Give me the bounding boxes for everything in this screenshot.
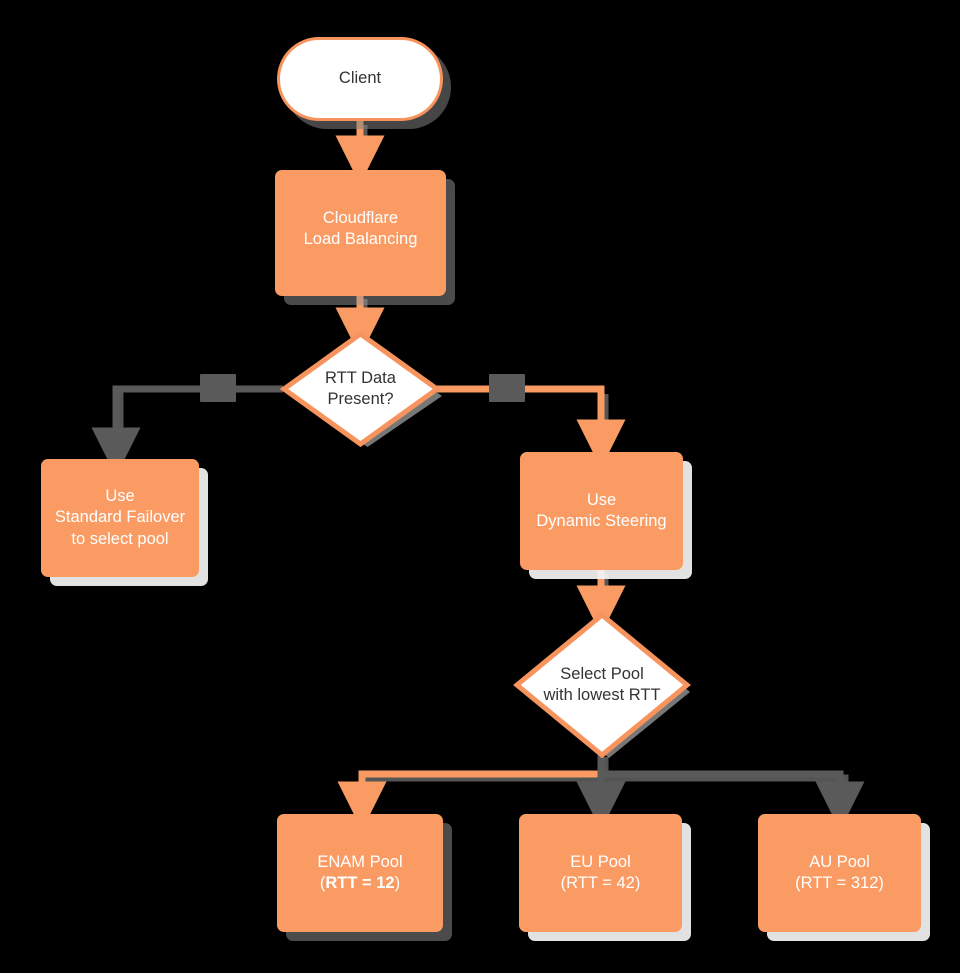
node-lb-line1: Cloudflare [322, 209, 399, 227]
node-standard-failover-line3: to select pool [71, 529, 169, 548]
node-au-pool-rtt-open: ( [795, 874, 801, 892]
node-enam-pool[interactable]: ENAM Pool (RTT = 12) [277, 814, 443, 932]
rtt-diamond-shape [279, 330, 442, 448]
node-dynamic-steering[interactable]: Use Dynamic Steering [520, 452, 683, 570]
node-standard-failover[interactable]: Use Standard Failover to select pool [41, 459, 199, 577]
node-enam-pool-line1: ENAM Pool [317, 852, 403, 871]
edge-label-rtt-yes [489, 374, 525, 402]
node-au-pool-rtt-value: RTT = 312 [800, 874, 879, 892]
node-dynamic-steering-line1: Use [586, 490, 617, 509]
node-lb-line2: Load Balancing [303, 230, 418, 249]
edge-label-rtt-no [200, 374, 236, 402]
select-pool-diamond-shape [513, 611, 691, 759]
node-au-pool-line1: AU Pool [809, 852, 870, 871]
node-cloudflare-load-balancing[interactable]: Cloudflare Load Balancing [275, 170, 446, 296]
node-client[interactable]: Client [277, 37, 443, 121]
edge-select-pool-to-au [601, 770, 865, 831]
node-eu-pool-rtt-close: ) [634, 874, 641, 892]
node-eu-pool-rtt-open: ( [560, 874, 567, 892]
node-au-pool-rtt-close: ) [878, 874, 884, 892]
node-enam-pool-rtt-value: RTT = 12 [325, 874, 395, 892]
node-eu-pool-rtt-value: RTT = 42 [566, 874, 635, 892]
node-select-pool[interactable]: Select Pool with lowest RTT [513, 611, 691, 759]
node-eu-pool[interactable]: EU Pool (RTT = 42) [519, 814, 682, 932]
node-enam-pool-rtt-open: ( [319, 874, 326, 892]
node-dynamic-steering-line2: Dynamic Steering [536, 512, 667, 530]
node-standard-failover-line1: Use [105, 486, 135, 505]
node-standard-failover-line2: Standard Failover [54, 508, 186, 527]
node-client-label: Client [338, 69, 382, 88]
node-au-pool[interactable]: AU Pool (RTT = 312) [758, 814, 921, 932]
node-rtt-data-present[interactable]: RTT Data Present? [279, 329, 442, 449]
node-enam-pool-rtt-close: ) [394, 874, 401, 892]
node-eu-pool-line1: EU Pool [570, 852, 631, 871]
